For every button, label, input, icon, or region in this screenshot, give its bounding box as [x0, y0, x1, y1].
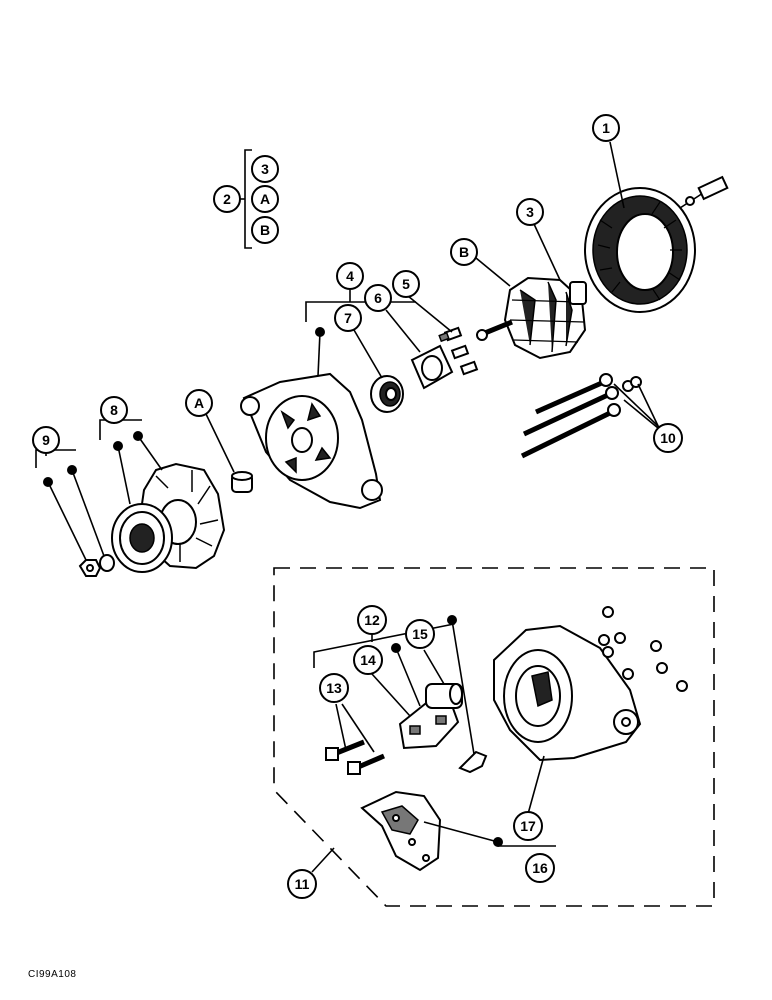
- callout-7-label: 7: [344, 310, 352, 326]
- terminal-clip-part: [458, 750, 488, 774]
- callout-15-label: 15: [412, 626, 428, 642]
- callout-14: 14: [353, 645, 383, 675]
- callout-3-group-label: 3: [261, 161, 269, 177]
- callout-16-label: 16: [532, 860, 548, 876]
- callout-8-label: 8: [110, 402, 118, 418]
- callout-B: B: [450, 238, 478, 266]
- callout-9-label: 9: [42, 432, 50, 448]
- callout-6-label: 6: [374, 290, 382, 306]
- callout-12: 12: [357, 605, 387, 635]
- leader-lines: [47, 141, 661, 873]
- small-nuts-part: [598, 606, 688, 692]
- callout-A-label: A: [194, 395, 204, 411]
- callout-1: 1: [592, 114, 620, 142]
- callout-B-group-label: B: [260, 222, 270, 238]
- callout-11: 11: [287, 869, 317, 899]
- callout-4: 4: [336, 262, 364, 290]
- callout-11-label: 11: [295, 876, 310, 892]
- brush-holder-part: [398, 683, 463, 750]
- group-2-bracket: [240, 149, 252, 249]
- callout-A-group: A: [251, 185, 279, 213]
- drive-end-housing-part: [240, 372, 383, 510]
- mounting-screws-part: [325, 739, 385, 775]
- nut-washer-part: [78, 554, 115, 577]
- fan-pulley-part: [111, 462, 226, 573]
- callout-12-label: 12: [364, 612, 380, 628]
- callout-8: 8: [100, 396, 128, 424]
- callout-15: 15: [405, 619, 435, 649]
- callout-13-label: 13: [326, 680, 342, 696]
- callout-5-label: 5: [402, 276, 410, 292]
- figure-code: CI99A108: [28, 969, 77, 980]
- callout-2-label: 2: [223, 191, 231, 207]
- callout-2: 2: [213, 185, 241, 213]
- callout-17: 17: [513, 811, 543, 841]
- slip-ring-housing-part: [493, 624, 642, 762]
- callout-3: 3: [516, 198, 544, 226]
- rectifier-part: [360, 790, 442, 872]
- callout-A: A: [185, 389, 213, 417]
- callout-7: 7: [334, 304, 362, 332]
- callout-10: 10: [653, 423, 683, 453]
- callout-13: 13: [319, 673, 349, 703]
- callout-A-group-label: A: [260, 191, 270, 207]
- callout-3-group: 3: [251, 155, 279, 183]
- spacer-part: [231, 471, 253, 493]
- callout-6: 6: [364, 284, 392, 312]
- callout-14-label: 14: [360, 652, 376, 668]
- callout-5: 5: [392, 270, 420, 298]
- rotor-part: [476, 276, 587, 360]
- screws-part: [438, 326, 479, 376]
- through-bolts-part: [520, 373, 642, 459]
- retainer-plate-part: [410, 344, 454, 390]
- callout-4-label: 4: [346, 268, 354, 284]
- callout-3-label: 3: [526, 204, 534, 220]
- callout-B-group: B: [251, 216, 279, 244]
- callout-10-label: 10: [660, 430, 676, 446]
- stator-part: [584, 175, 729, 313]
- callout-16: 16: [525, 853, 555, 883]
- callout-17-label: 17: [520, 818, 536, 834]
- rectifier-group-dashed-box: [273, 567, 715, 907]
- callout-9: 9: [32, 426, 60, 454]
- callout-1-label: 1: [602, 120, 610, 136]
- bearing-part: [370, 375, 404, 413]
- callout-B-label: B: [459, 244, 469, 260]
